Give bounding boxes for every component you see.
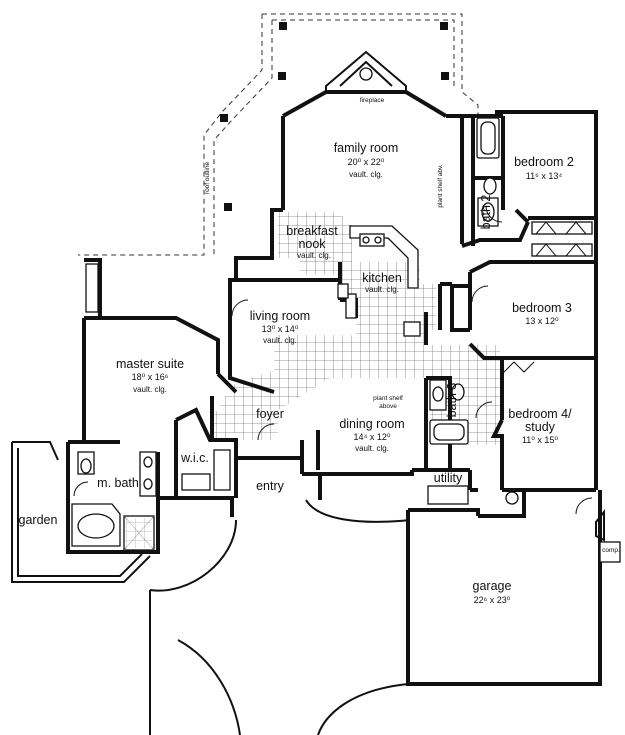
plant-shelf-abv-label: plant shelf abv. xyxy=(437,164,444,207)
family-room-note: vault. clg. xyxy=(349,170,383,179)
closets xyxy=(181,221,593,491)
exterior-walls xyxy=(66,90,602,686)
fireplace-label: fireplace xyxy=(360,97,385,104)
dining-room-note: vault. clg. xyxy=(355,444,389,453)
master-suite-label: master suite xyxy=(116,357,184,371)
family-room-label: family room xyxy=(334,141,399,155)
garden-label: garden xyxy=(19,513,58,527)
wic-label: w.i.c. xyxy=(180,451,209,465)
porch-post xyxy=(279,22,287,30)
living-room-note: vault. clg. xyxy=(263,336,297,345)
kitchen-counters xyxy=(337,225,421,337)
porch-post xyxy=(224,203,232,211)
breakfast-nook-label-line1: breakfast xyxy=(286,224,338,238)
porch-post xyxy=(440,22,448,30)
garden-wall xyxy=(11,263,151,583)
m-bath-label: m. bath xyxy=(97,476,139,490)
bedroom-2-label: bedroom 2 xyxy=(514,155,574,169)
family-room-dims: 20⁰ x 22⁰ xyxy=(348,157,385,167)
bedroom-2-dims: 11⁶ x 13⁴ xyxy=(526,171,563,181)
plant-shelf-above-label-line1: plant shelf xyxy=(373,395,403,402)
bedroom-4-label-line2: study xyxy=(525,420,556,434)
bedroom-3-dims: 13 x 12⁰ xyxy=(525,316,559,326)
plant-shelf-above-label-line2: above xyxy=(379,403,397,410)
bedroom-3-label: bedroom 3 xyxy=(512,301,572,315)
porch-post xyxy=(278,72,286,80)
entry-label: entry xyxy=(256,479,285,493)
dining-room-label: dining room xyxy=(339,417,404,431)
roof-outline-label: roof outline xyxy=(204,162,211,195)
roof-outline xyxy=(78,13,479,300)
interior-walls xyxy=(174,116,596,492)
door-swings xyxy=(73,205,593,515)
breakfast-nook-note: vault. clg. xyxy=(297,251,331,260)
master-suite-dims: 18⁰ x 16⁶ xyxy=(132,372,169,382)
breakfast-nook-label-line2: nook xyxy=(298,237,326,251)
porch-post xyxy=(220,114,228,122)
foyer-label: foyer xyxy=(256,407,284,421)
garage-dims: 22⁶ x 23⁰ xyxy=(474,595,511,605)
tile-floor xyxy=(212,212,500,445)
bedroom-4-label-line1: bedroom 4/ xyxy=(508,407,572,421)
utility-label: utility xyxy=(434,471,463,485)
bath-fixtures xyxy=(71,117,519,551)
bath-2-label: bath 2 xyxy=(479,195,493,230)
living-room-dims: 13⁰ x 14⁰ xyxy=(262,324,299,334)
dining-room-dims: 14⁴ x 12⁰ xyxy=(354,432,391,442)
kitchen-note: vault. clg. xyxy=(365,285,399,294)
garage-label: garage xyxy=(473,579,512,593)
comp-label: comp. xyxy=(602,547,620,554)
walkway xyxy=(149,499,621,735)
living-room-label: living room xyxy=(250,309,310,323)
fireplace-structure xyxy=(325,50,407,93)
kitchen-label: kitchen xyxy=(362,271,402,285)
bath-3-label: bath 3 xyxy=(445,383,459,418)
master-suite-note: vault. clg. xyxy=(133,385,167,394)
porch-post xyxy=(441,72,449,80)
bedroom-4-dims: 11⁰ x 15⁰ xyxy=(522,435,558,445)
